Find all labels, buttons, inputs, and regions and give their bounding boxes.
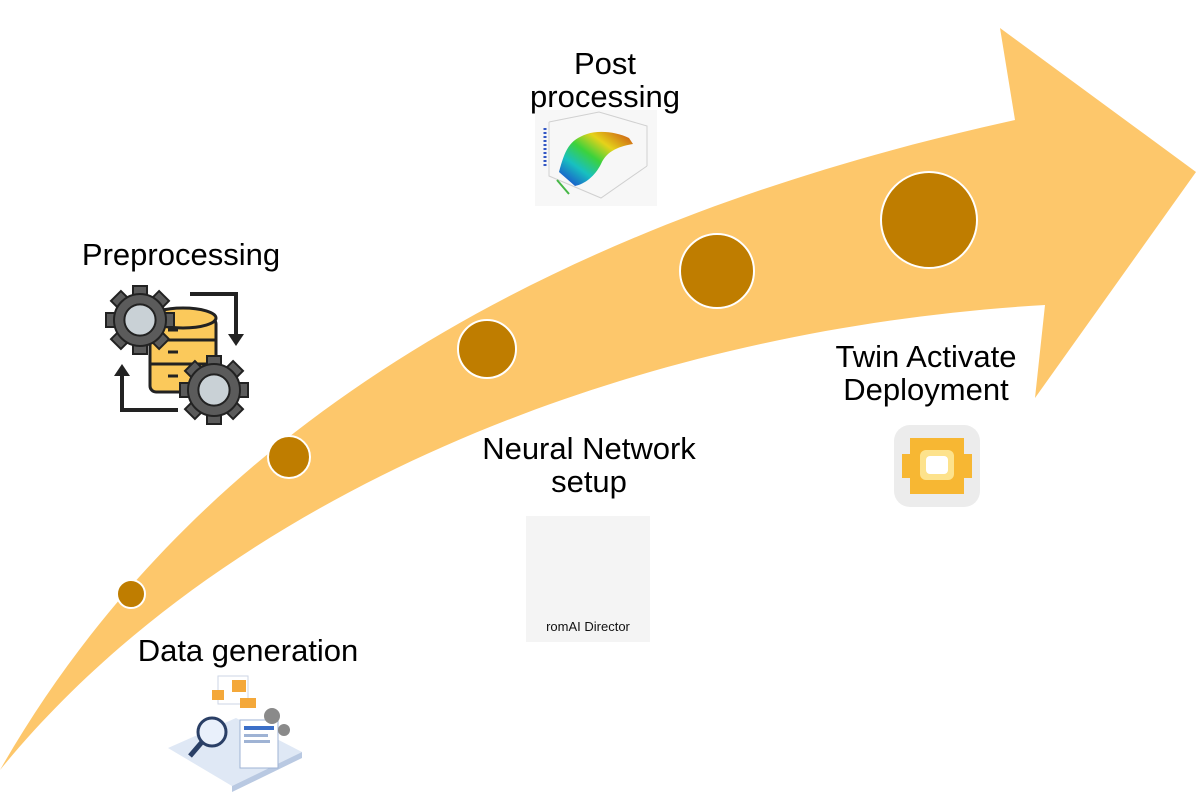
label-preprocessing: Preprocessing [81, 237, 281, 272]
data-generation-illustration-icon [168, 675, 302, 792]
twin-activate-logo-icon [894, 425, 980, 507]
label-nn-line-2: setup [551, 464, 627, 499]
nn-card-caption: romAI Director [546, 619, 630, 634]
label-ta-line-1: Twin Activate [835, 339, 1017, 374]
gear-icon-bottom [179, 355, 249, 425]
milestone-3 [457, 319, 517, 379]
milestone-5 [880, 171, 978, 269]
label-nn-line-1: Neural Network [482, 431, 696, 466]
label-post-processing-line-1: Post [573, 46, 637, 81]
milestone-1 [116, 579, 146, 609]
label-twin-activate-deployment: Twin Activate Deployment [812, 340, 1040, 406]
gear-icon-top [105, 285, 175, 355]
milestone-2 [267, 435, 311, 479]
milestone-4 [679, 233, 755, 309]
gears-database-icon [105, 285, 249, 425]
neural-network-card [526, 516, 650, 642]
label-ta-line-2: Deployment [843, 372, 1009, 407]
3d-surface-plot-icon [543, 111, 648, 199]
label-neural-network-setup: Neural Network setup [458, 432, 720, 498]
label-data-generation: Data generation [137, 633, 359, 668]
label-post-processing-line-2: processing [530, 79, 680, 114]
label-post-processing: Post processing [520, 47, 690, 113]
3d-surface-plot-card [535, 110, 657, 206]
